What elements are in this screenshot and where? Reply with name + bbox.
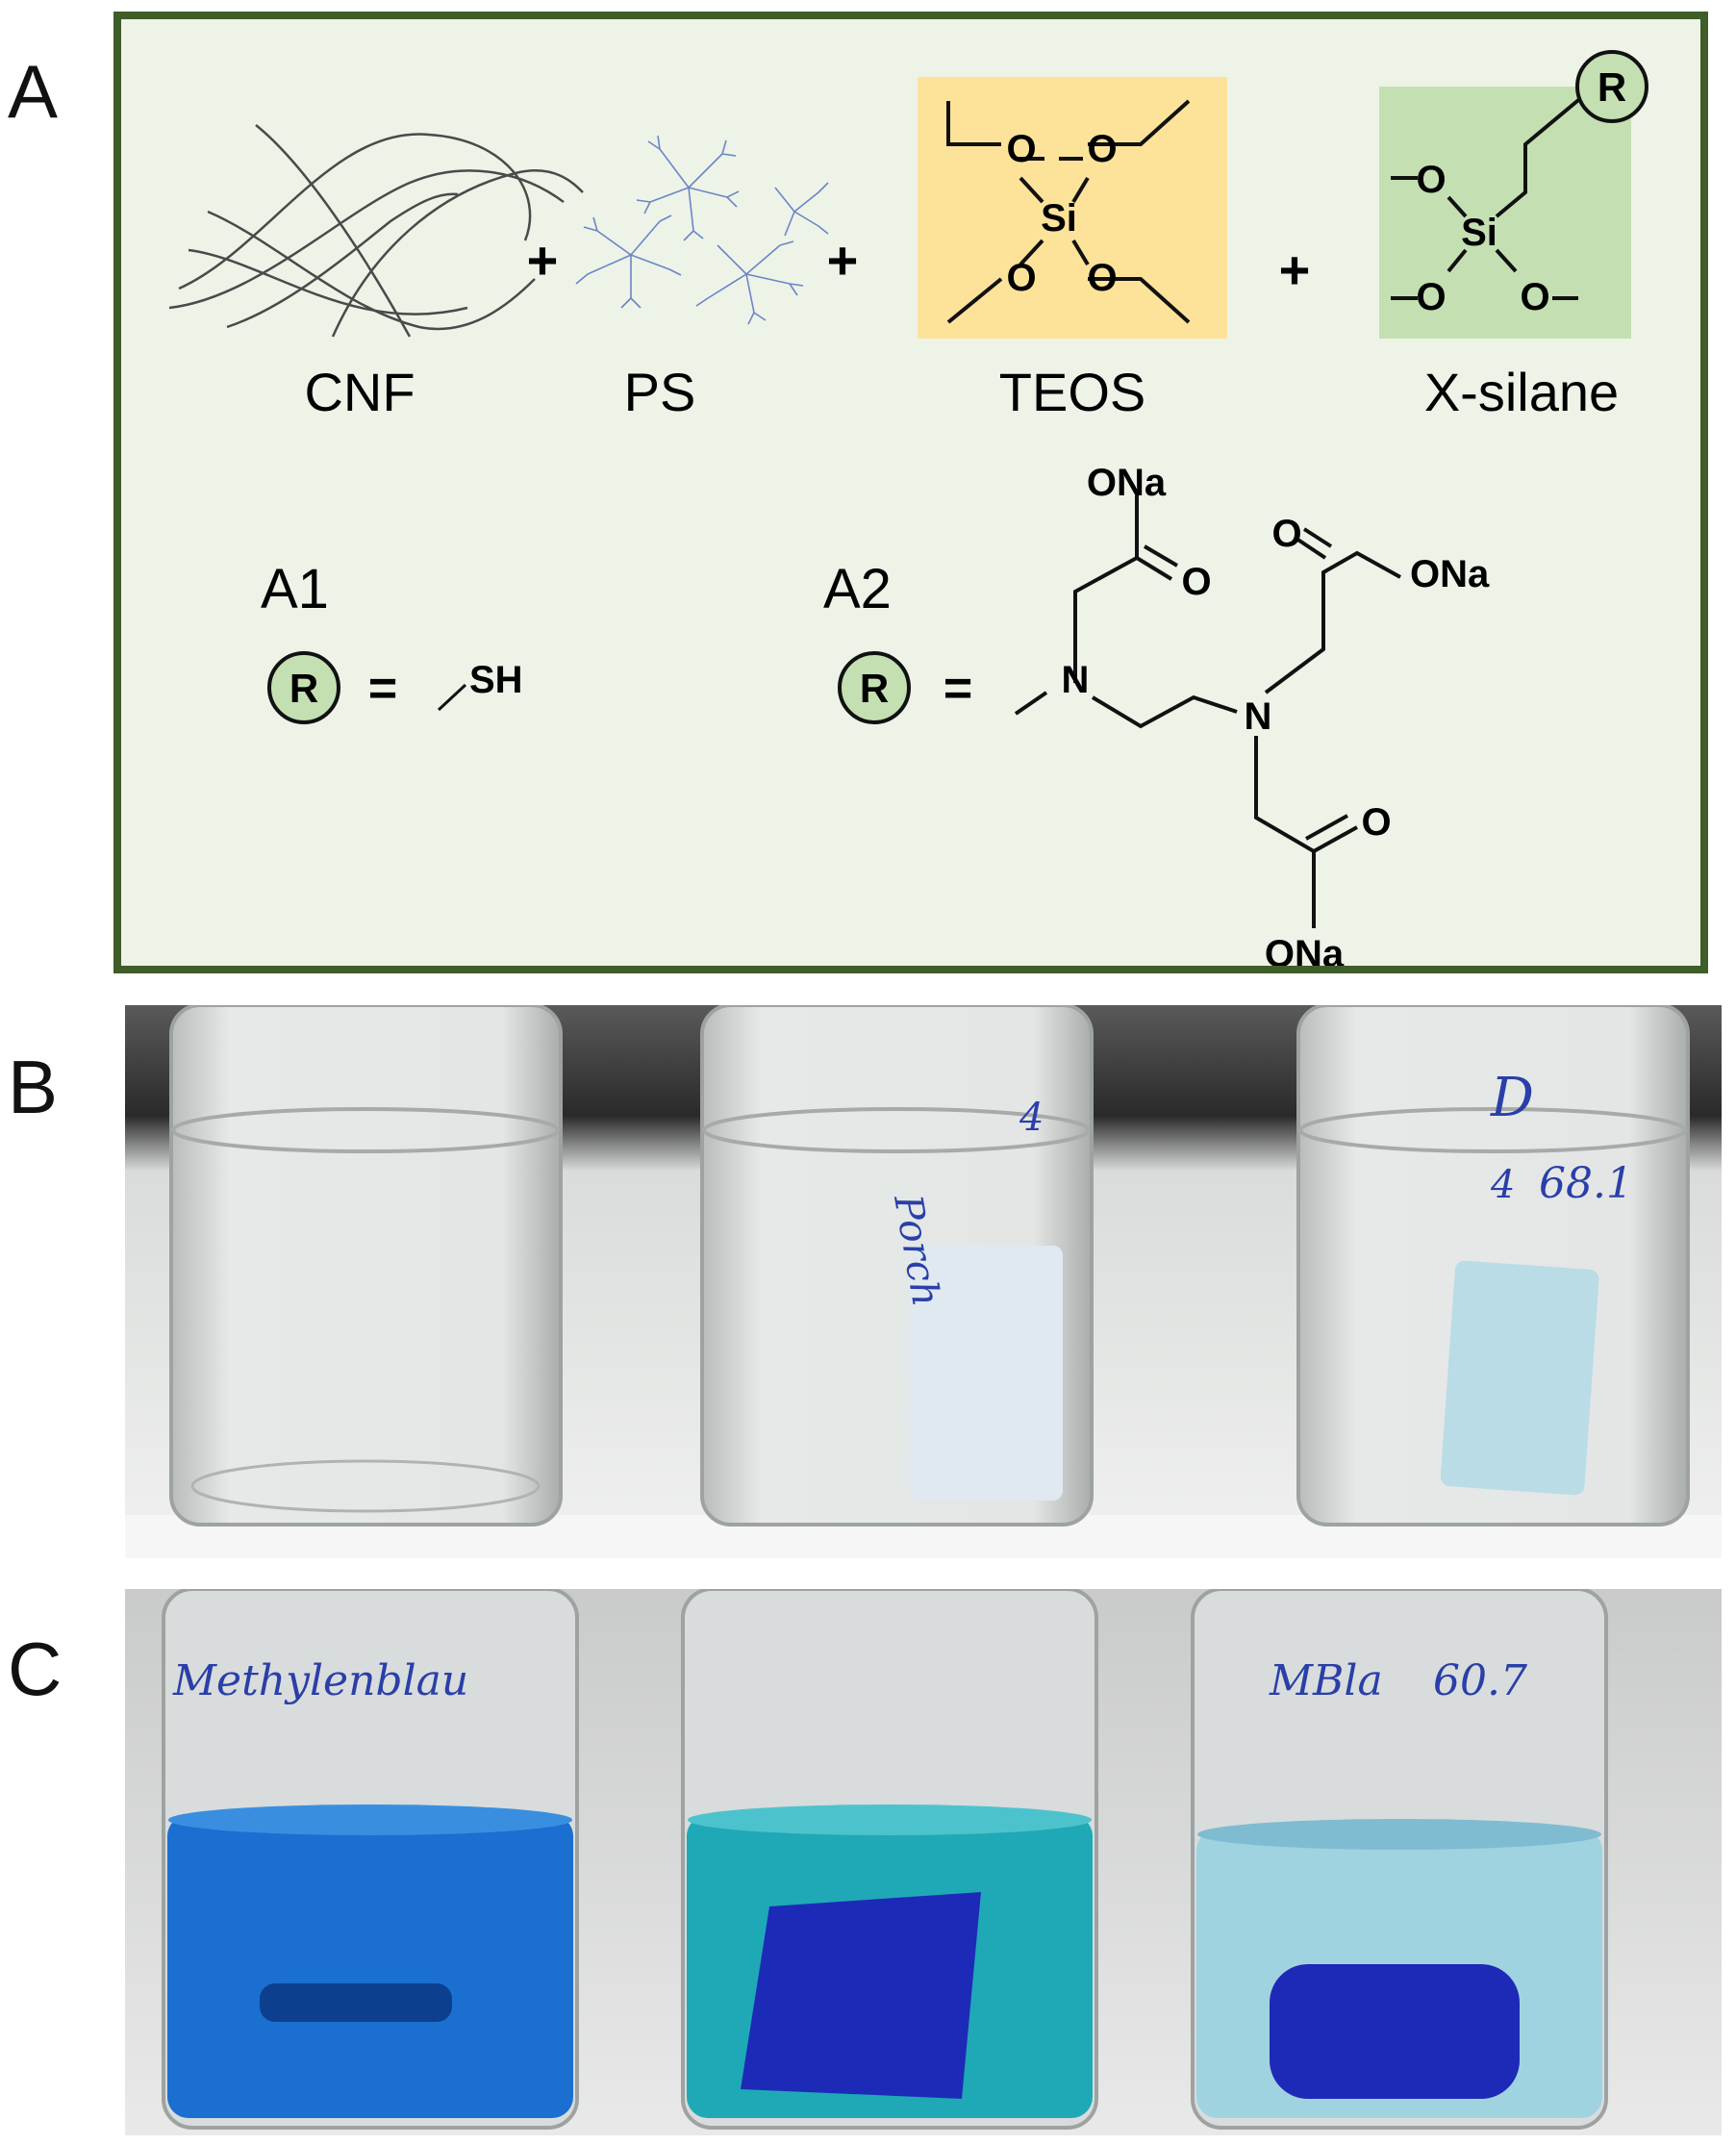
vial-handwriting: 60.7 [1433,1656,1527,1705]
equals-sign: = [368,661,397,717]
xsilane-structure [1391,94,1585,300]
r-group-circle [838,651,911,724]
scheme-panel: CNF + PS + O [113,12,1708,975]
xsilane-highlight-box [1379,87,1631,339]
teos-oxygen: O [1006,257,1036,299]
ps-polymer-icon [575,135,829,325]
teos-silicon: Si [1041,197,1077,240]
equals-sign: = [943,661,972,717]
edta-sodium-carboxylate: ONa [1265,933,1345,966]
teos-oxygen: O [1087,128,1117,170]
cnf-label: CNF [304,362,415,422]
plus-sign: + [827,230,859,290]
vial-sample-blue-tint: D 4 68.1 [1296,1005,1690,1527]
r-group-symbol: R [1598,64,1626,110]
vial-sample-white: Porch 4 [700,1005,1094,1527]
variant-a2-label: A2 [823,558,892,620]
edta-carbonyl-oxygen: O [1361,801,1391,844]
r-group-circle [267,651,340,724]
vial-dye-teal [681,1589,1098,2130]
vial-handwriting: 4 [1019,1096,1044,1140]
vial-handwriting: D [1490,1067,1534,1129]
ps-label: PS [624,362,696,422]
photo-vials-dyed: Methylenblau MBla 60.7 [125,1589,1722,2135]
vial-handwriting: MBla [1269,1656,1383,1705]
scheme-drawing: CNF + PS + O [168,50,1648,975]
teos-oxygen: O [1087,257,1117,299]
vial-handwriting: 68.1 [1539,1159,1633,1208]
r-group-circle [1575,50,1648,123]
teos-oxygen: O [1006,128,1036,170]
teos-label: TEOS [999,362,1145,422]
edta-sodium-carboxylate: ONa [1087,462,1167,504]
xsilane-oxygen: O [1416,159,1446,201]
xsilane-oxygen: O [1520,276,1549,318]
plus-sign: + [527,230,559,290]
r-group-symbol: R [289,666,318,711]
panel-label-a: A [8,49,59,134]
dark-blue-sample [1270,1964,1520,2099]
photo-vials-clear: Porch 4 D 4 68.1 [125,1005,1722,1558]
white-monolith-sample [909,1246,1063,1501]
edta-structure [1014,495,1401,928]
xsilane-oxygen: O [1416,276,1446,318]
r-group-symbol: R [860,666,889,711]
teos-structure [946,99,1191,324]
vial-handwriting: 4 [1490,1163,1515,1207]
vial-dye-light: MBla 60.7 [1191,1589,1608,2130]
variant-a1-label: A1 [261,558,329,620]
edta-carbonyl-oxygen: O [1271,513,1301,555]
panel-label-b: B [8,1045,59,1129]
dark-blue-sample [741,1892,981,2099]
plus-sign: + [1279,240,1311,300]
edta-sodium-carboxylate: ONa [1410,553,1490,595]
xsilane-label: X-silane [1424,362,1619,422]
vial-control [169,1005,563,1527]
cnf-fibers-icon [168,124,584,338]
panel-label-c: C [8,1627,63,1711]
edta-nitrogen: N [1062,659,1090,701]
thiol-group: SH [469,659,523,701]
teos-highlight-box [918,77,1227,339]
vial-handwriting: Methylenblau [172,1656,468,1705]
edta-nitrogen: N [1245,695,1272,738]
light-blue-monolith-sample [1440,1260,1599,1496]
xsilane-silicon: Si [1461,212,1497,254]
vial-dye-reference: Methylenblau [162,1589,579,2130]
a1-bond [437,683,467,712]
edta-carbonyl-oxygen: O [1181,561,1211,603]
